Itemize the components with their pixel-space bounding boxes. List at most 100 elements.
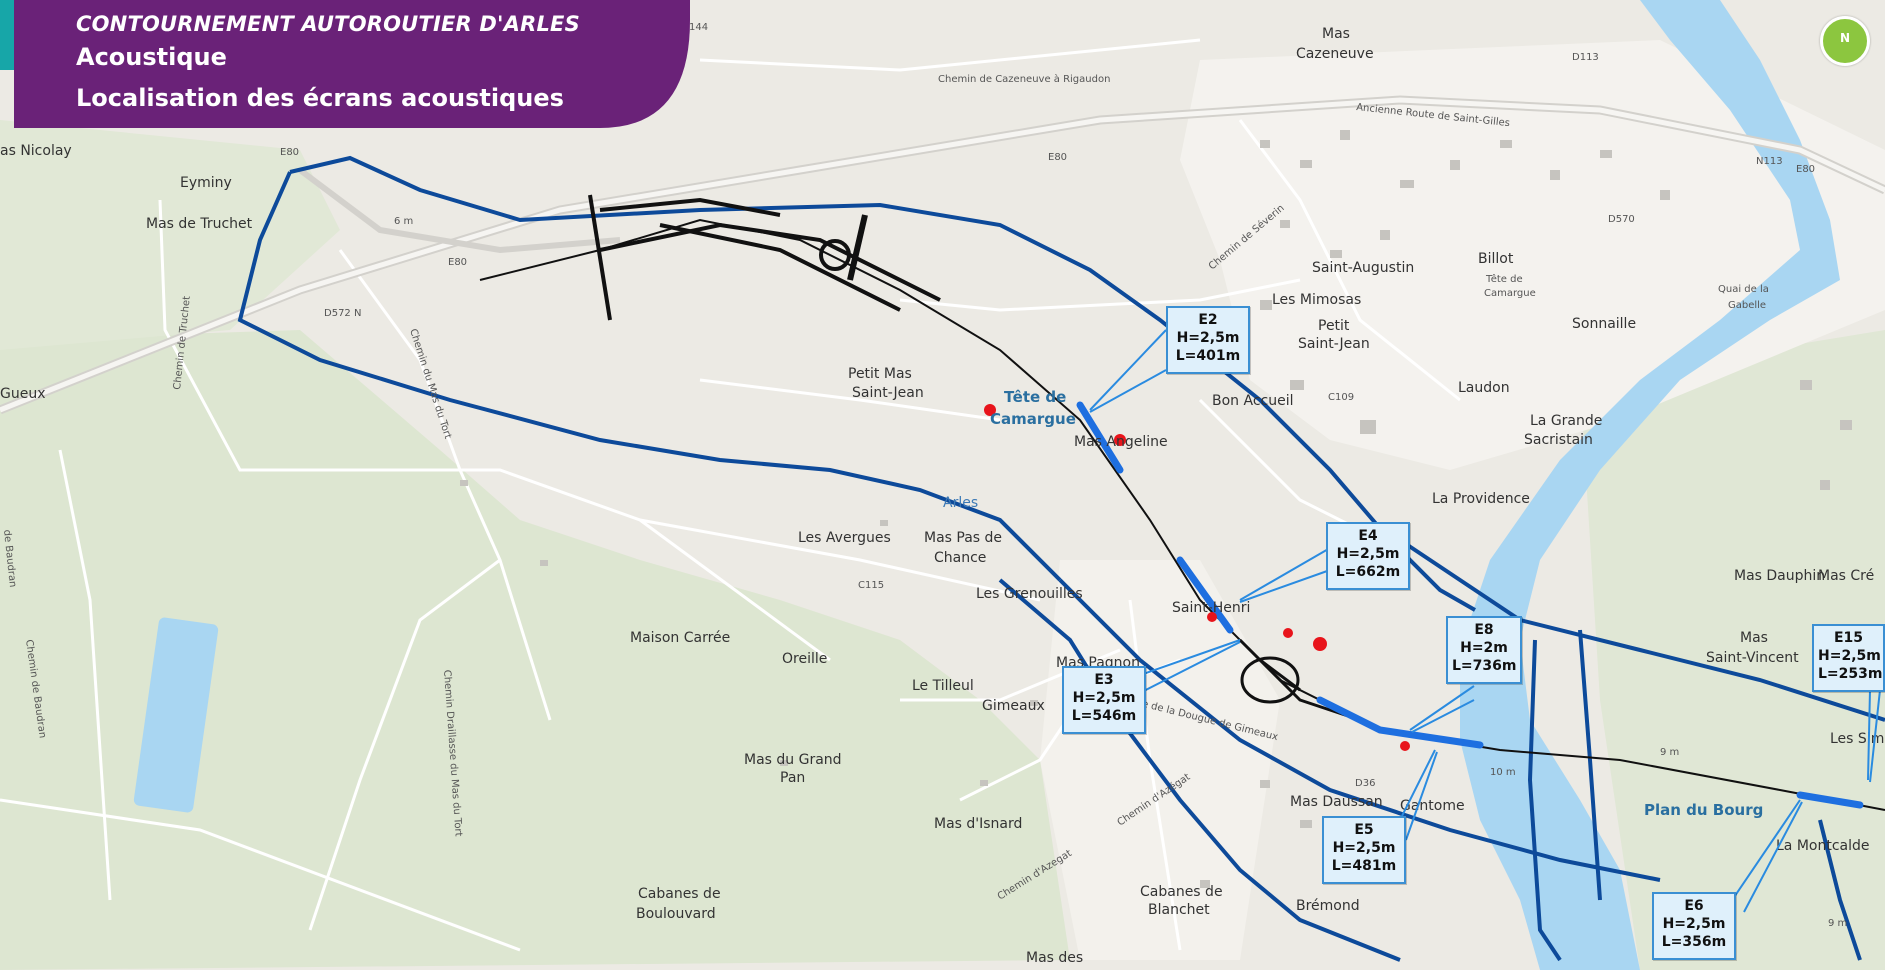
banner-shape [0,0,690,128]
callout-e2-length: L=401m [1175,348,1241,364]
label-sonnaille: Sonnaille [1572,316,1636,332]
label-tete-de: Tête de [1004,388,1066,406]
urban-area-south [1040,560,1280,960]
elevation-10m: 10 m [1490,767,1516,778]
title-theme: Acoustique [76,43,227,71]
buildings [460,130,1852,888]
callout-e8-height: H=2m [1460,640,1508,656]
callout-e5-id: E5 [1354,822,1374,838]
callout-e4-id: E4 [1358,528,1378,544]
screen-e8-line [1316,696,1484,749]
callout-e15-id: E15 [1833,630,1864,646]
screen-e2-line [1076,401,1124,474]
label-blanchet: Blanchet [1148,902,1210,918]
label-cabanes-de-2: Cabanes de [1140,884,1223,900]
label-les-grenouilles: Les Grenouilles [976,586,1083,602]
title-banner: CONTOURNEMENT AUTOROUTIER D'ARLES Acoust… [0,0,700,128]
road-d113: D113 [1572,52,1599,63]
elevation-labels: 6 m 10 m 9 m 9 m [394,216,1847,929]
screen-e4-line [1176,556,1234,634]
road-e80-a: E80 [280,147,299,158]
callout-e15-height: H=2,5m [1818,648,1881,664]
elevation-9m-b: 9 m [1828,918,1847,929]
callout-e5[interactable]: E5 H=2,5m L=481m [1322,816,1406,884]
callout-e3-height: H=2,5m [1072,690,1136,706]
road-c144: C144 [682,22,708,33]
road-c109: C109 [1328,392,1354,403]
label-mas-cr: Mas Cré [1818,568,1874,584]
road-n113: N113 [1756,156,1783,167]
road-c115: C115 [858,580,884,591]
label-billot: Billot [1478,251,1514,267]
north-label: N [1839,31,1851,45]
field-east [1580,330,1885,970]
screen-e15-line [1796,791,1864,809]
receptors [984,404,1410,751]
callout-e8-id: E8 [1474,622,1494,638]
title-subject: Localisation des écrans acoustiques [76,84,564,112]
callout-e15[interactable]: E15 H=2,5m L=253m [1812,624,1885,692]
label-bremond: Brémond [1296,898,1360,914]
label-quai-de-la: Quai de la [1718,284,1769,295]
callout-e4-length: L=662m [1335,564,1401,580]
callout-e6-length: L=356m [1661,934,1727,950]
label-mas-pas-de: Mas Pas de [924,530,1002,546]
label-la-providence: La Providence [1432,491,1530,507]
callout-e8-length: L=736m [1452,658,1517,674]
e80-spur [298,167,621,254]
label-mas-cazeneuve-2: Cazeneuve [1296,46,1374,62]
label-pan: Pan [780,770,805,786]
callout-e3-id: E3 [1094,672,1114,688]
label-saint-henri: Saint-Henri [1172,600,1250,616]
label-eyminy: Eyminy [180,175,232,191]
label-chance: Chance [934,550,986,566]
road-chemin-cazeneuve: Chemin de Cazeneuve à Rigaudon [938,73,1110,85]
label-la-grande: La Grande [1530,413,1602,429]
label-mas-des: Mas des [1026,950,1083,966]
callout-e4[interactable]: E4 H=2,5m L=662m [1326,522,1410,590]
label-arles: Arles [943,495,978,511]
label-laudon: Laudon [1458,380,1510,396]
road-e80-b: E80 [448,257,467,268]
label-saint-vincent: Saint-Vincent [1706,650,1799,666]
callout-e8[interactable]: E8 H=2m L=736m [1446,616,1522,684]
label-mas-cazeneuve-1: Mas [1322,26,1350,42]
label-saint-jean-1: Saint-Jean [852,385,924,401]
callout-e5-height: H=2,5m [1332,840,1396,856]
callout-e3-length: L=546m [1071,708,1137,724]
north-arrow-icon: N [1820,16,1870,66]
label-les-simes: Les Sim [1830,731,1884,747]
label-mas-dauphin: Mas Dauphin [1734,568,1825,584]
callout-e6[interactable]: E6 H=2,5m L=356m [1652,892,1736,960]
field-south-west [0,330,1070,970]
callout-e5-length: L=481m [1331,858,1397,874]
motorway-alignment [479,194,1885,811]
label-les-mimosas: Les Mimosas [1272,292,1361,308]
acoustic-screens [1076,401,1864,809]
road-d570: D570 [1608,214,1635,225]
road-e80-d: E80 [1796,164,1815,175]
callout-e3[interactable]: E3 H=2,5m L=546m [1062,666,1146,734]
label-les-avergues: Les Avergues [798,530,891,546]
label-le-tilleul: Le Tilleul [912,678,974,694]
minor-roads [0,38,1461,952]
place-labels: as Nicolay Eyminy Mas de Truchet Gueux P… [0,26,1884,966]
label-mas-du-grand: Mas du Grand [744,752,842,768]
label-gueux: Gueux [0,386,46,402]
label-petit-mas: Petit Mas [848,366,912,382]
label-bon-accueil: Bon Accueil [1212,393,1293,409]
callout-e2[interactable]: E2 H=2,5m L=401m [1166,306,1250,374]
label-la-montcalde: La Montcalde [1776,838,1870,854]
label-saint-augustin: Saint-Augustin [1312,260,1414,276]
label-gimeaux: Gimeaux [982,698,1045,714]
urban-area-north [1180,40,1885,470]
label-gabelle: Gabelle [1728,300,1766,311]
callout-e2-id: E2 [1198,312,1218,328]
label-oreille: Oreille [782,651,827,667]
callout-e6-id: E6 [1684,898,1704,914]
callout-e4-height: H=2,5m [1336,546,1400,562]
label-camargue-small: Camargue [1484,288,1536,299]
label-saint-jean-2: Saint-Jean [1298,336,1370,352]
